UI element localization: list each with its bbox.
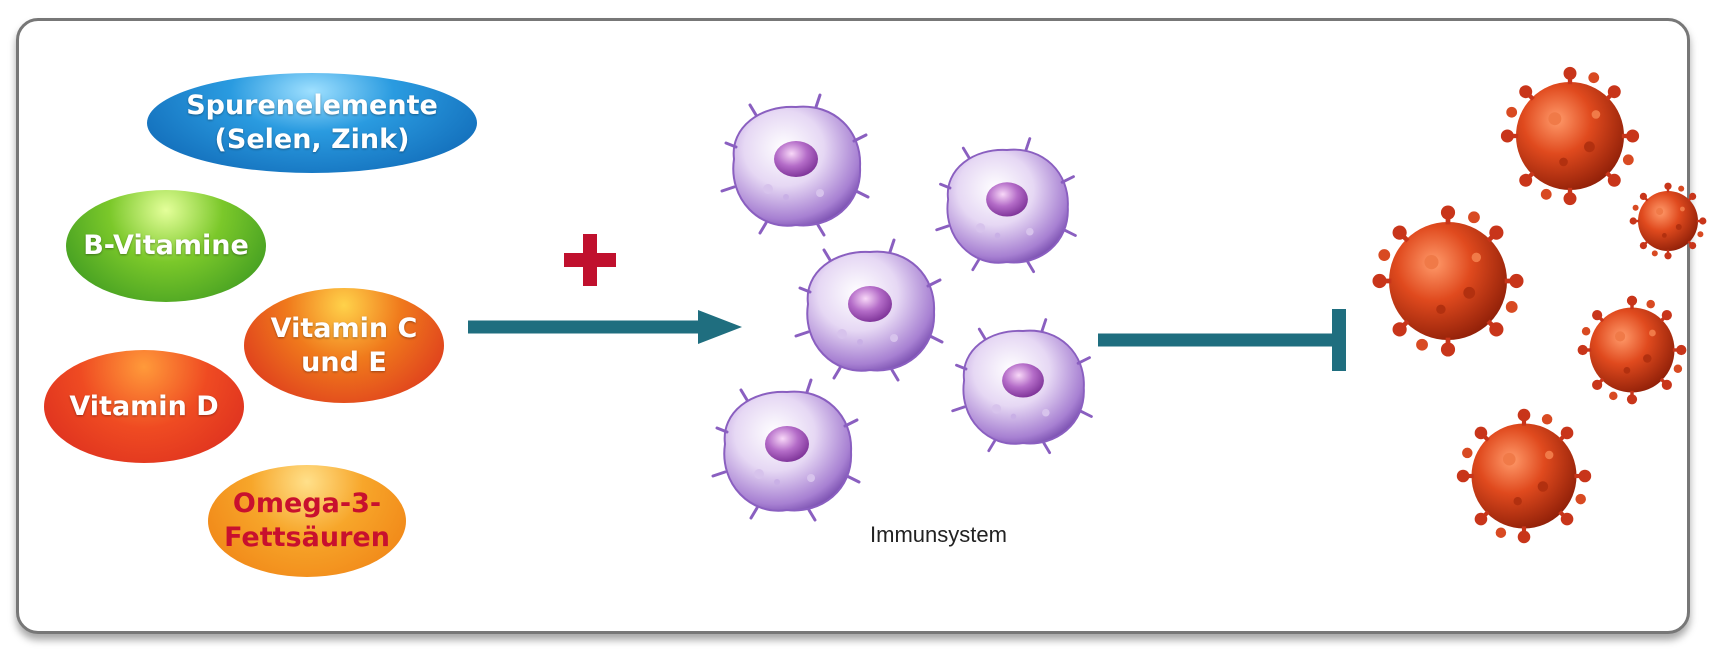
nutrient-spurenelemente: Spurenelemente (Selen, Zink)	[147, 73, 477, 173]
inhibition-line	[1098, 309, 1346, 371]
immune-cell	[935, 137, 1077, 274]
immune-cell	[720, 93, 870, 237]
plus-icon	[564, 234, 616, 286]
virus	[1457, 409, 1591, 543]
immune-cell	[711, 378, 861, 522]
immune-cells	[711, 93, 1093, 522]
immune-system-caption: Immunsystem	[870, 522, 1007, 547]
virus	[1628, 181, 1708, 261]
nutrient-vitamin-c-e: Vitamin C und E	[244, 288, 444, 403]
nutrient-omega-3: Omega-3- Fettsäuren	[208, 465, 406, 577]
nutrient-b-vitamine: B-Vitamine	[66, 190, 266, 302]
virus	[1575, 293, 1689, 407]
virus	[1372, 205, 1523, 356]
immune-cell	[951, 318, 1093, 455]
stimulation-arrow	[468, 310, 742, 344]
nutrient-vitamin-d: Vitamin D	[44, 350, 244, 463]
virus	[1501, 67, 1639, 205]
viruses	[1372, 67, 1708, 543]
immune-cell	[794, 238, 944, 382]
